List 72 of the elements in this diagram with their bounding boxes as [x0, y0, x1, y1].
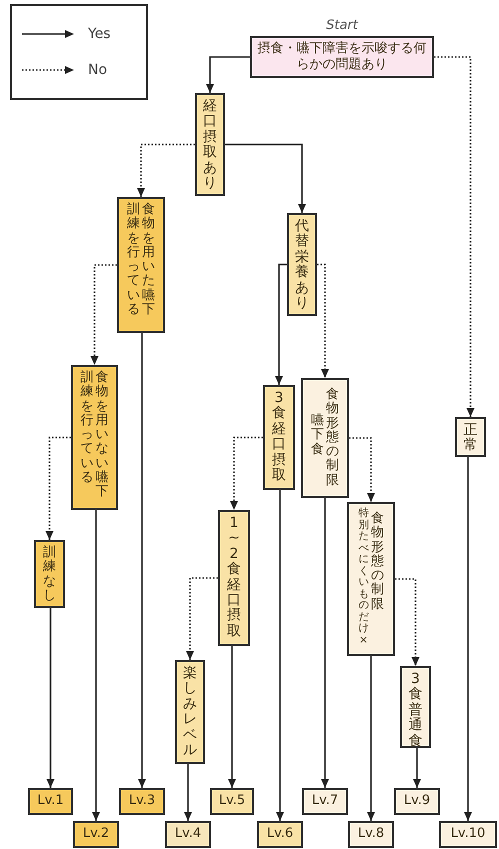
level-box [348, 821, 394, 848]
level-box [257, 821, 303, 848]
dotted-arrow [317, 264, 329, 378]
vertical-text: 代替栄養あり [295, 219, 309, 312]
box-text: Lv.6 [266, 826, 294, 843]
decision-box [71, 365, 118, 510]
dotted-arrow [186, 577, 218, 660]
dotted-arrow [137, 144, 195, 197]
vertical-text: 食物形態の制限 [326, 388, 339, 488]
box-text: 摂食・嚥下障害を示唆する何らかの問題あり [256, 40, 428, 74]
vertical-text: 正常 [464, 423, 478, 454]
vertical-text: 1~2食経口摂取 [227, 516, 241, 640]
arrow [321, 498, 329, 788]
decision-box [455, 417, 486, 457]
level-box [73, 821, 119, 848]
vertical-text: 嚥下食 [311, 414, 324, 457]
box-text: Lv.7 [310, 793, 340, 810]
decision-box [34, 540, 65, 608]
decision-box [175, 660, 205, 764]
level-box [210, 788, 254, 815]
arrow [206, 56, 250, 93]
arrow [413, 748, 421, 788]
dotted-arrow [349, 437, 375, 502]
vertical-text: 経口摂取あり [203, 99, 217, 192]
decision-box [195, 93, 225, 196]
arrow [225, 144, 306, 213]
box-text: Lv.9 [402, 793, 432, 810]
level-box [28, 788, 73, 815]
legend-label: Yes [88, 26, 111, 42]
level-box [302, 788, 348, 815]
box-text: Lv.10 [450, 826, 486, 843]
box-text: Lv.3 [128, 793, 156, 810]
decision-box [287, 213, 317, 316]
level-box [439, 821, 497, 848]
level-box [394, 788, 440, 815]
vertical-text: 特別たべにくいものだけ× [358, 508, 369, 647]
decision-box [347, 502, 395, 656]
vertical-text: 食物を用いない嚥下訓練を行っている [80, 371, 108, 500]
dotted-arrow [395, 578, 420, 666]
arrow [46, 608, 54, 788]
decision-box [301, 378, 349, 498]
box-text: Lv.1 [36, 793, 65, 810]
decision-box [263, 385, 295, 490]
vertical-text: 3食普通食 [408, 672, 422, 749]
arrow [464, 457, 472, 821]
legend-label: No [88, 62, 108, 78]
box-text: Lv.5 [218, 793, 246, 810]
decision-box [218, 510, 250, 646]
vertical-text: 3食経口摂取 [272, 391, 286, 484]
box-text: Lv.8 [356, 826, 386, 843]
dotted-arrow [90, 264, 117, 365]
box-text: Lv.4 [174, 826, 202, 843]
start-label: Start [325, 18, 360, 33]
arrow [228, 646, 236, 788]
vertical-text: 食物形態の制限 [370, 512, 384, 612]
arrow [276, 490, 284, 821]
arrow [92, 510, 100, 821]
arrow [367, 656, 375, 821]
dotted-arrow [434, 56, 474, 417]
arrow [275, 264, 287, 385]
level-box [165, 821, 211, 848]
decision-box [400, 666, 431, 748]
dotted-arrow [230, 436, 263, 510]
decision-box [117, 197, 165, 333]
arrow [138, 333, 146, 788]
arrow [184, 764, 192, 821]
vertical-text: 訓練なし [43, 546, 56, 604]
dotted-arrow [46, 436, 71, 540]
box-text: Lv.2 [82, 826, 110, 843]
vertical-text: 食物を用いた嚥下訓練を行っている [127, 203, 155, 318]
level-box [119, 788, 165, 815]
vertical-text: 楽しみレベル [183, 666, 197, 758]
